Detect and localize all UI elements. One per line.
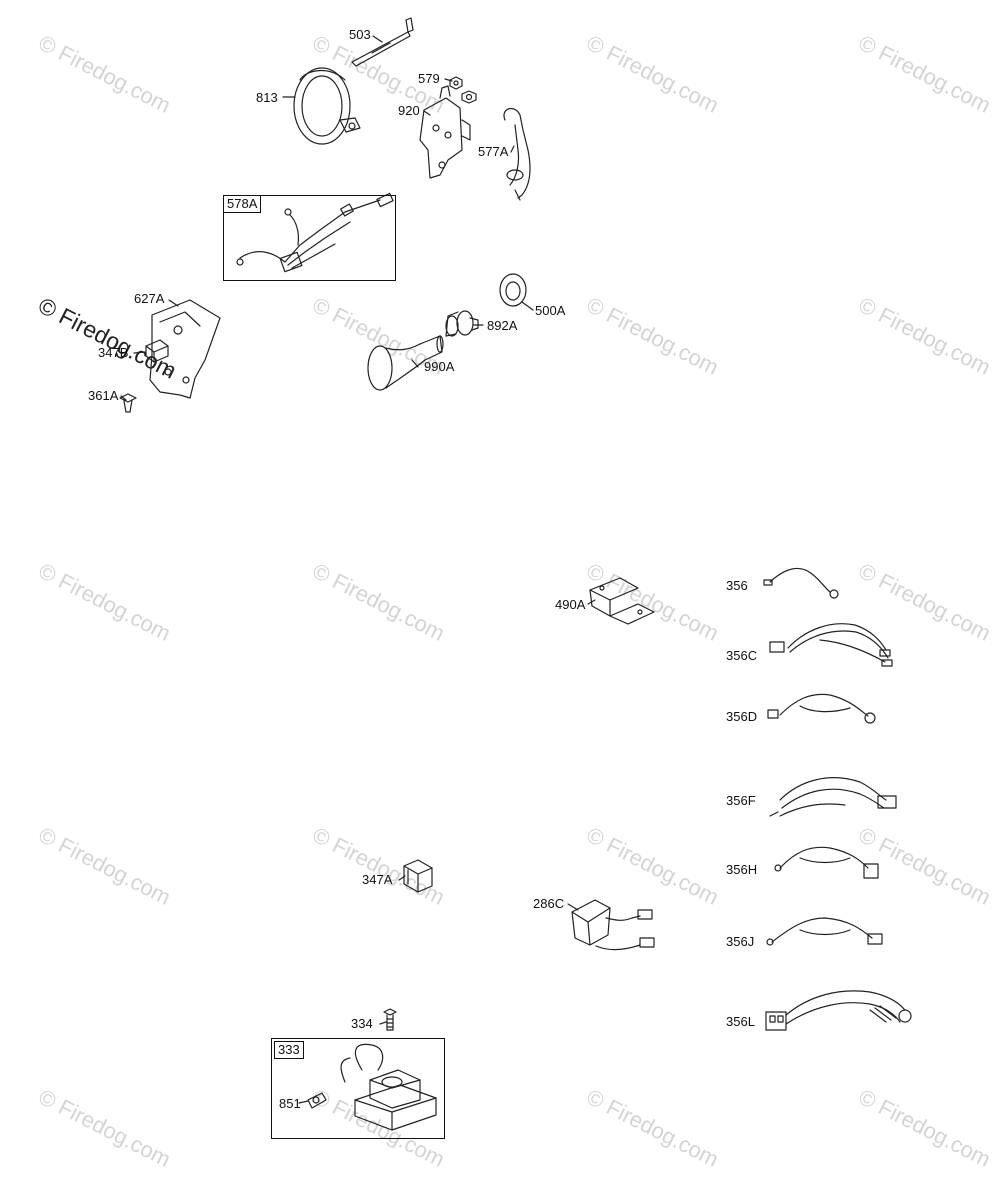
part-label-356H: 356H [726, 862, 758, 877]
part-851-clip [307, 1092, 327, 1109]
part-356-wire [763, 567, 839, 599]
part-label-627A: 627A [134, 291, 165, 306]
part-label-990A: 990A [424, 359, 455, 374]
part-label-356J: 356J [726, 934, 755, 949]
part-label-577A: 577A [478, 144, 509, 159]
coil-group-frame [271, 1038, 445, 1139]
leader-lines [120, 35, 596, 1104]
part-356J-wire [766, 917, 883, 946]
part-500A-washer [499, 273, 527, 307]
part-label-490A: 490A [555, 597, 586, 612]
part-label-347A: 347A [362, 872, 393, 887]
part-label-286C: 286C [533, 896, 565, 911]
part-label-334: 334 [351, 1016, 373, 1031]
part-334-screw [383, 1008, 397, 1031]
part-892A-assembly [445, 310, 479, 337]
part-label-361A: 361A [88, 388, 119, 403]
part-label-813: 813 [256, 90, 278, 105]
part-356L-harness [765, 990, 912, 1031]
part-286C-module [571, 899, 655, 951]
part-label-892A: 892A [487, 318, 518, 333]
part-label-356C: 356C [726, 648, 758, 663]
part-label-500A: 500A [535, 303, 566, 318]
part-label-578A: 578A [223, 195, 262, 213]
part-label-333: 333 [274, 1041, 304, 1059]
harness-group-frame [223, 195, 396, 281]
part-label-347B: 347B [98, 345, 129, 360]
part-577A-plug-cap [503, 107, 531, 201]
part-813-band [293, 67, 361, 145]
part-361A-screw [119, 393, 137, 413]
part-333-coil [340, 1043, 437, 1131]
part-label-356D: 356D [726, 709, 758, 724]
part-label-579: 579 [418, 71, 440, 86]
part-503-strip [351, 17, 414, 67]
part-label-920: 920 [398, 103, 420, 118]
part-356D-wire [767, 693, 876, 724]
part-356C-harness [769, 623, 893, 667]
part-356F-harness [769, 777, 897, 817]
part-356H-wire [774, 846, 879, 879]
part-579-nuts [449, 76, 477, 104]
part-490A-bracket [589, 577, 655, 625]
part-920-bracket [419, 85, 471, 179]
part-label-851: 851 [279, 1096, 301, 1111]
part-627A-plate [149, 299, 221, 399]
part-347B-block [145, 339, 169, 363]
part-label-356L: 356L [726, 1014, 755, 1029]
part-578A-harness [236, 192, 394, 273]
part-label-356: 356 [726, 578, 748, 593]
part-label-503: 503 [349, 27, 371, 42]
part-347A-switch [403, 859, 433, 893]
part-label-356F: 356F [726, 793, 756, 808]
part-990A-funnel [367, 335, 444, 391]
